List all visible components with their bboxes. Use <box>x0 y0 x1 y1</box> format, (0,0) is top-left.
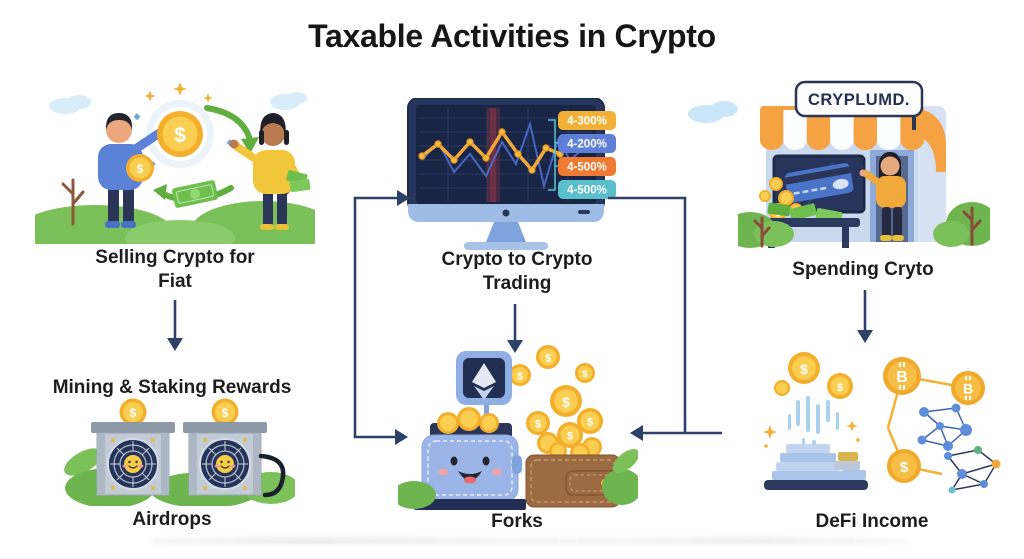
bush-icon <box>398 449 638 509</box>
node-cluster <box>944 446 1001 494</box>
bitcoin-coin-icon: B <box>883 357 921 395</box>
bottom-shadow-artifact <box>150 538 910 544</box>
yellow-price-line <box>420 130 561 172</box>
dollar-coin-glyph: $ <box>545 353 551 365</box>
dollar-coin-glyph: $ <box>517 372 523 383</box>
bitcoin-coin-icon: B <box>951 371 985 405</box>
trading-badge-4 <box>558 180 616 199</box>
sparkle-icon <box>763 420 860 448</box>
hills <box>35 201 315 244</box>
connector-left <box>353 196 399 439</box>
page-title: Taxable Activities in Crypto <box>308 18 716 54</box>
arrowhead-right-icon <box>397 190 410 206</box>
exchange-arrowheads <box>153 137 259 200</box>
trading-monitor-illustration: 4-300% 4-200% 4-500% 4-500% <box>407 98 616 250</box>
trading-badge-3-text: 4-500% <box>567 162 607 174</box>
blue-wallet-icon <box>414 407 526 510</box>
cash-in-hand-icon <box>286 170 311 193</box>
woman-figure <box>229 113 311 230</box>
trading-badge-2 <box>558 134 616 153</box>
shopper-figure <box>857 152 906 241</box>
brown-wallet-icon: $ <box>525 422 621 508</box>
selling-crypto-illustration: $ $ <box>35 82 315 244</box>
forks-illustration: $ $ $ $ $ $ <box>398 345 638 510</box>
label-airdrops: Airdrops <box>132 509 212 530</box>
label-crypto-trading: Crypto to Crypto Trading <box>441 249 593 295</box>
label-spending-crypto: Spending Cryto <box>792 259 934 280</box>
coin-held-icon: $ <box>126 154 154 182</box>
dollar-coin-glyph: $ <box>535 419 541 431</box>
credit-card-icon <box>784 163 854 203</box>
bitcoin-coin-glyph: B <box>963 381 973 397</box>
store-window <box>772 154 866 214</box>
power-cable-icon <box>258 453 286 498</box>
cloud-icon <box>49 92 307 114</box>
label-selling-crypto: Selling Crypto for Fiat <box>95 247 255 293</box>
mining-rig-icon: $ <box>91 398 175 496</box>
dollar-coin-glyph: $ <box>800 361 808 377</box>
gain-badges: 4-300% 4-200% 4-500% 4-500% <box>558 111 616 199</box>
bitcoin-coin-glyph: B <box>896 369 908 386</box>
dollar-coin-glyph: $ <box>837 382 843 394</box>
monitor-icon <box>407 98 605 250</box>
trading-badge-1 <box>558 111 616 130</box>
spending-crypto-illustration: CRYPLUMD. $ <box>738 80 990 248</box>
label-defi-income: DeFi Income <box>815 511 929 532</box>
arrowhead-left-icon <box>630 425 643 441</box>
trading-badge-4-text: 4-500% <box>567 185 607 197</box>
dollar-coin-glyph: $ <box>137 162 144 176</box>
big-coin-icon: $ <box>157 111 203 157</box>
connector-right <box>608 196 722 435</box>
sparkle-icon <box>144 82 213 103</box>
store-sign-text: CRYPLUMD. <box>808 91 910 109</box>
arrowhead-down-icon <box>507 340 523 353</box>
dollar-coin-glyph: $ <box>222 406 229 420</box>
label-mining-staking: Mining & Staking Rewards <box>52 377 292 398</box>
trading-badge-3 <box>558 157 616 176</box>
falling-coins: $ $ $ $ $ $ <box>509 345 603 435</box>
trading-badge-2-text: 4-200% <box>567 139 607 151</box>
token-stack-icon <box>764 444 868 490</box>
label-forks: Forks <box>491 511 543 532</box>
arrowhead-down-icon <box>857 330 873 343</box>
mining-rig-icon: $ <box>183 398 267 496</box>
dollar-coin-glyph: $ <box>582 369 587 379</box>
arrowhead-down-icon <box>167 338 183 351</box>
dollar-coin-icon: $ <box>887 449 921 483</box>
dollar-coin-glyph: $ <box>587 417 593 429</box>
arrowhead-right-icon <box>395 429 408 445</box>
cash-bill-icon <box>171 180 219 208</box>
mining-rigs-illustration: $ $ <box>64 398 295 506</box>
dollar-coin-glyph: $ <box>567 431 573 443</box>
dollar-coin-glyph: $ <box>174 124 186 147</box>
bush-icon <box>738 202 990 248</box>
network-graph-icon: B B $ <box>883 357 1001 494</box>
trading-badge-1-text: 4-300% <box>567 116 607 128</box>
awning-icon <box>760 106 946 172</box>
price-line-dots <box>418 128 564 174</box>
cloud-icon <box>688 101 738 123</box>
dollar-coin-glyph: $ <box>562 394 570 410</box>
node-cluster <box>917 403 972 451</box>
dollar-coin-glyph: $ <box>900 459 909 476</box>
dollar-coin-glyph: $ <box>130 406 137 420</box>
falling-coins: $ $ <box>774 352 853 399</box>
store-sign: CRYPLUMD. <box>794 80 924 130</box>
defi-income-illustration: $ $ <box>763 352 1001 494</box>
